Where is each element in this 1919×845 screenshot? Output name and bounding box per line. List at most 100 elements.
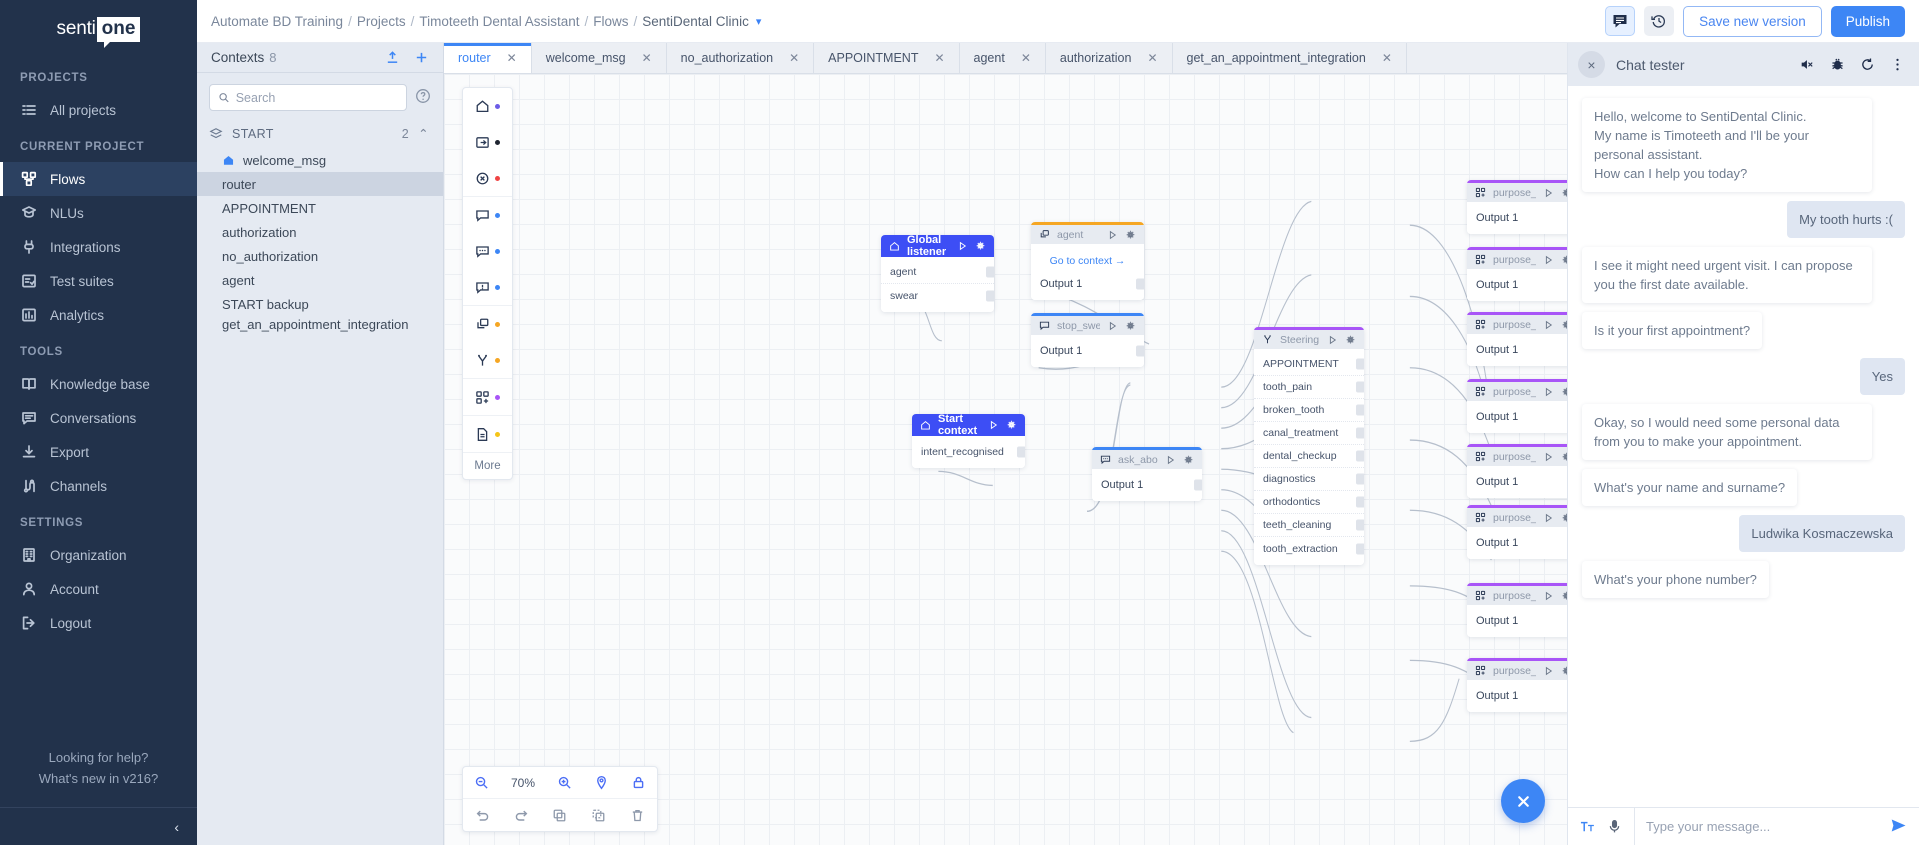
palette-close-node-icon[interactable] [463, 160, 512, 196]
gear-icon[interactable] [1561, 320, 1567, 330]
play-icon[interactable] [1543, 387, 1554, 397]
flow-node-agent[interactable]: agent Go to context → Output 1 [1031, 222, 1144, 300]
sidebar-item-logout[interactable]: Logout [0, 606, 197, 640]
copy-icon[interactable] [552, 808, 567, 823]
node-row[interactable]: Output 1 [1092, 473, 1202, 496]
gear-icon[interactable] [1561, 387, 1567, 397]
plus-icon[interactable] [414, 50, 429, 65]
node-goto-link[interactable]: Go to context → [1049, 255, 1126, 267]
node-row[interactable]: Output 1 [1031, 272, 1144, 295]
gear-icon[interactable] [1561, 255, 1567, 265]
chat-message-input[interactable] [1646, 819, 1878, 834]
play-icon[interactable] [988, 420, 999, 430]
palette-more-button[interactable]: More [474, 460, 501, 472]
gear-icon[interactable] [1125, 321, 1136, 331]
breadcrumb-item-3[interactable]: Flows [593, 13, 629, 29]
sidebar-item-knowledge-base[interactable]: Knowledge base [0, 367, 197, 401]
sidebar-item-organization[interactable]: Organization [0, 538, 197, 572]
help-link-support[interactable]: Looking for help? [48, 750, 149, 765]
flow-node-purpose_broken[interactable]: purpose_brokenOutput 1 [1467, 247, 1567, 301]
sidebar-item-all-projects[interactable]: All projects [0, 93, 197, 127]
flow-node-purpose_diagnostics[interactable]: purpose_diagnosticsOutput 1 [1467, 444, 1567, 498]
tab-close-icon[interactable]: ✕ [789, 51, 800, 65]
node-header[interactable]: Start context [912, 414, 1025, 437]
node-output-port[interactable] [1356, 473, 1364, 485]
node-output-port[interactable] [1136, 345, 1144, 356]
play-icon[interactable] [1107, 230, 1118, 240]
send-button[interactable] [1890, 817, 1907, 837]
sidebar-item-account[interactable]: Account [0, 572, 197, 606]
publish-button[interactable]: Publish [1830, 5, 1905, 37]
context-item-no_authorization[interactable]: no_authorization [197, 244, 443, 268]
palette-duplicate-node-icon[interactable] [463, 306, 512, 342]
node-header[interactable]: Global listener [881, 235, 994, 258]
chat-tester-toggle-button[interactable] [1605, 6, 1636, 36]
node-row[interactable]: Output 1 [1467, 531, 1567, 554]
node-row[interactable]: agent [881, 261, 994, 284]
node-header[interactable]: purpose_broken [1467, 250, 1567, 269]
node-header[interactable]: purpose_extraction [1467, 661, 1567, 680]
node-row[interactable]: dental_checkup [1254, 445, 1364, 468]
zoom-out-icon[interactable] [474, 775, 489, 790]
node-output-port[interactable] [1017, 446, 1025, 457]
node-row[interactable]: intent_recognised [912, 440, 1025, 463]
tab-close-icon[interactable]: ✕ [934, 51, 945, 65]
node-row[interactable]: Output 1 [1031, 339, 1144, 362]
gear-icon[interactable] [1345, 335, 1356, 345]
breadcrumb-caret-icon[interactable]: ▾ [755, 15, 762, 28]
node-output-port[interactable] [1194, 479, 1202, 490]
node-header[interactable]: agent [1031, 225, 1144, 244]
play-icon[interactable] [1543, 513, 1554, 523]
flow-node-purpose_urgent[interactable]: purpose_urgentOutput 1 [1467, 180, 1567, 234]
search-input[interactable] [235, 90, 398, 105]
node-output-port[interactable] [1356, 358, 1364, 370]
palette-document-node-icon[interactable] [463, 416, 512, 452]
flow-node-purpose_orthodontics[interactable]: purpose_orthodonticsOutput 1 [1467, 505, 1567, 559]
palette-steering-node-icon[interactable] [463, 342, 512, 378]
node-row[interactable]: tooth_pain [1254, 376, 1364, 399]
node-header[interactable]: purpose_diagnostics [1467, 447, 1567, 466]
tab-close-icon[interactable]: ✕ [1020, 51, 1031, 65]
node-row[interactable]: Output 1 [1467, 405, 1567, 428]
zoom-in-icon[interactable] [557, 775, 572, 790]
context-item-start-backup[interactable]: START backup [197, 292, 443, 316]
locate-icon[interactable] [594, 775, 609, 790]
node-row[interactable]: diagnostics [1254, 468, 1364, 491]
tab-close-icon[interactable]: ✕ [641, 51, 652, 65]
version-history-button[interactable] [1644, 6, 1675, 36]
node-output-port[interactable] [1356, 381, 1364, 393]
close-chat-fab-button[interactable] [1501, 779, 1545, 823]
play-icon[interactable] [1543, 452, 1554, 462]
play-icon[interactable] [1543, 591, 1554, 601]
gear-icon[interactable] [1561, 591, 1567, 601]
context-item-appointment[interactable]: APPOINTMENT [197, 196, 443, 220]
sidebar-item-analytics[interactable]: Analytics [0, 298, 197, 332]
tab-no_authorization[interactable]: no_authorization✕ [667, 43, 815, 73]
node-row[interactable]: tooth_extraction [1254, 537, 1364, 560]
node-row[interactable]: Output 1 [1467, 338, 1567, 361]
lock-icon[interactable] [631, 775, 646, 790]
gear-icon[interactable] [1561, 188, 1567, 198]
context-item-authorization[interactable]: authorization [197, 220, 443, 244]
gear-icon[interactable] [1006, 420, 1017, 430]
node-output-port[interactable] [1136, 278, 1144, 289]
sidebar-item-channels[interactable]: Channels [0, 469, 197, 503]
gear-icon[interactable] [1561, 666, 1567, 676]
node-header[interactable]: purpose_checkup [1467, 382, 1567, 401]
node-row[interactable]: canal_treatment [1254, 422, 1364, 445]
sidebar-item-conversations[interactable]: Conversations [0, 401, 197, 435]
flow-node-purpose_canal[interactable]: purpose_canalOutput 1 [1467, 312, 1567, 366]
node-output-port[interactable] [1356, 543, 1364, 554]
play-icon[interactable] [1543, 255, 1554, 265]
save-new-version-button[interactable]: Save new version [1683, 5, 1822, 37]
tab-authorization[interactable]: authorization✕ [1046, 43, 1173, 73]
gear-icon[interactable] [1561, 452, 1567, 462]
flow-node-purpose_extraction[interactable]: purpose_extractionOutput 1 [1467, 658, 1567, 712]
node-output-port[interactable] [1356, 519, 1364, 531]
node-row[interactable]: swear [881, 284, 994, 307]
upload-icon[interactable] [385, 50, 400, 65]
